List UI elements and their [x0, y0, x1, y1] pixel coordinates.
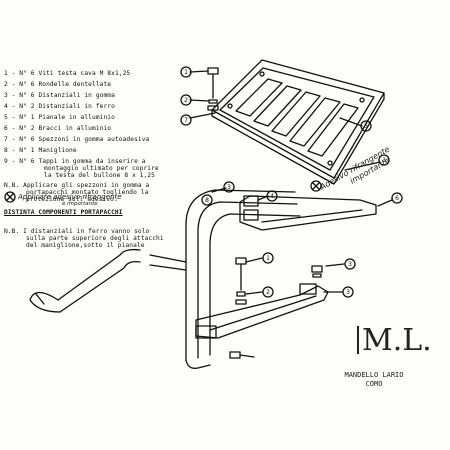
nb-note-1-line-3: protezione sull'adesivo.: [26, 196, 118, 203]
part-qty: 9 - N° 6: [4, 158, 35, 165]
part-desc: Rondelle dentellate: [38, 81, 112, 88]
aluminium-platform: [211, 59, 385, 185]
callout-label: 3: [348, 261, 352, 268]
aluminium-arm-lower: [195, 283, 329, 339]
part-desc: Spezzoni in gomma autoadesiva: [38, 136, 150, 143]
part-desc: Tappi in gomma da inserire a: [38, 158, 146, 165]
callout-label: 3: [346, 289, 350, 296]
nut-icon: [311, 265, 323, 278]
x-mark-icon: [4, 191, 16, 203]
tappi-note-1: montaggio ultimato per coprire: [44, 165, 159, 172]
callout-label: 5: [364, 123, 368, 130]
callout-label: 3: [227, 184, 231, 191]
part-desc: Maniglione: [38, 147, 77, 154]
bolt-icon: [207, 67, 219, 111]
part-qty: 7 - N° 6: [4, 136, 35, 143]
part-desc: Distanziali in gomma: [38, 92, 115, 99]
logo-text: M.L.: [362, 323, 432, 358]
part-row-1: 1 - N° 6 Viti testa cava M 8x1,25: [4, 70, 130, 77]
callout-label: 3: [382, 157, 386, 164]
company-logo: M.L. MANDELLO LARIO COMO: [344, 323, 431, 388]
part-qty: 8 - N° 1: [4, 147, 35, 154]
part-row-6: 6 - N° 2 Bracci in alluminio: [4, 125, 111, 132]
part-row-8: 8 - N° 1 Maniglione: [4, 147, 77, 154]
callout-label: 2: [266, 289, 270, 296]
part-row-9: 9 - N° 6 Tappi in gomma da inserire a: [4, 158, 146, 165]
part-row-7: 7 - N° 6 Spezzoni in gomma autoadesiva: [4, 136, 149, 143]
bolt-icon: [235, 257, 247, 305]
callout-label: 2: [184, 97, 188, 104]
nb-note-2-line-3: del maniglione,sotto il pianale: [26, 242, 145, 249]
nb-note-2-line-2: sulla parte superiore degli attacchi: [26, 235, 164, 242]
part-desc: Viti testa cava M 8x1,25: [38, 70, 131, 77]
part-desc: Distanziali in ferro: [38, 103, 115, 110]
part-qty: 5 - N° 1: [4, 114, 35, 121]
callout-label: 1: [184, 69, 188, 76]
handwritten-importante-small: è importante: [62, 201, 98, 207]
callout-label: 1: [266, 255, 270, 262]
part-qty: 3 - N° 6: [4, 92, 35, 99]
callout-label: 6: [395, 195, 399, 202]
part-qty: 4 - N° 2: [4, 103, 35, 110]
part-qty: 6 - N° 2: [4, 125, 35, 132]
callout-label: 7: [184, 117, 188, 124]
cap-icon: [229, 351, 241, 359]
nb-note-1-line-1: N.B. Applicare gli spezzoni in gomma a: [4, 182, 150, 189]
x-mark-icon: [310, 180, 322, 192]
part-desc: Bracci in alluminio: [38, 125, 112, 132]
logo-city: COMO: [366, 380, 383, 388]
part-desc: Pianale in alluminio: [38, 114, 115, 121]
part-qty: 1 - N° 6: [4, 70, 35, 77]
callout-label: 4: [270, 193, 274, 200]
handwritten-applicare: Applicare adesivo rifrangente: [18, 193, 122, 201]
part-qty: 2 - N° 6: [4, 81, 35, 88]
aluminium-arm-upper: [239, 195, 377, 231]
callout-label: 8: [205, 197, 209, 204]
tappi-note-2: la testa del bullone 8 x 1,25: [44, 172, 155, 179]
part-row-3: 3 - N° 6 Distanziali in gomma: [4, 92, 115, 99]
nb-note-2-line-1: N.B. I distanziali in ferro vanno solo: [4, 228, 150, 235]
part-row-4: 4 - N° 2 Distanziali in ferro: [4, 103, 115, 110]
logo-company: MANDELLO LARIO: [344, 371, 403, 379]
distinta-title: DISTINTA COMPONENTI PORTAPACCHI: [4, 209, 123, 216]
nb-note-1-line-2: portapacchi montato togliendo la: [26, 189, 149, 196]
grab-handle: [29, 189, 301, 369]
part-row-5: 5 - N° 1 Pianale in alluminio: [4, 114, 115, 121]
part-row-2: 2 - N° 6 Rondelle dentellate: [4, 81, 111, 88]
